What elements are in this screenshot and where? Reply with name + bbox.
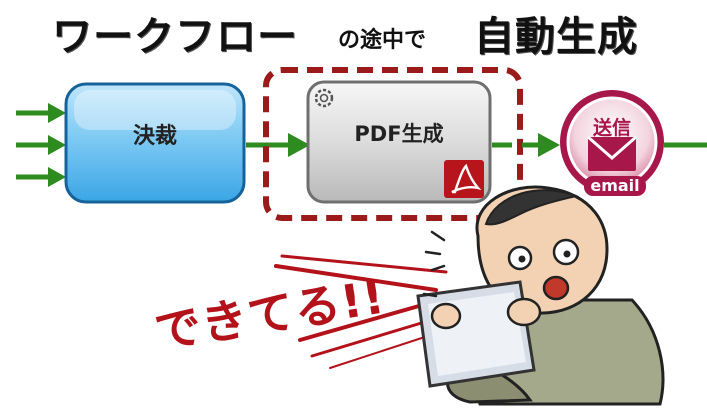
send-label: 送信	[592, 117, 631, 139]
pdf-label: PDF生成	[354, 122, 444, 146]
send-sublabel: email	[590, 176, 640, 195]
envelope-icon	[587, 135, 637, 171]
speed-lines	[274, 254, 448, 369]
headline-part-midway: の途中で	[338, 28, 427, 53]
pdf-file-icon	[444, 160, 484, 198]
approval-node	[64, 82, 246, 204]
headline-part-workflow: ワークフロー	[52, 14, 298, 60]
incoming-arrows	[16, 103, 66, 187]
headline-part-auto-generate: 自動生成	[474, 14, 638, 60]
headline: ワークフロー の途中で 自動生成	[0, 0, 707, 62]
surprised-character	[416, 185, 665, 406]
gear-icon	[314, 88, 334, 108]
arrow-approval-to-pdf	[246, 133, 310, 157]
arrow-pdf-to-send	[492, 133, 560, 157]
approval-label: 決裁	[132, 124, 177, 149]
highlight-frame	[263, 67, 523, 221]
